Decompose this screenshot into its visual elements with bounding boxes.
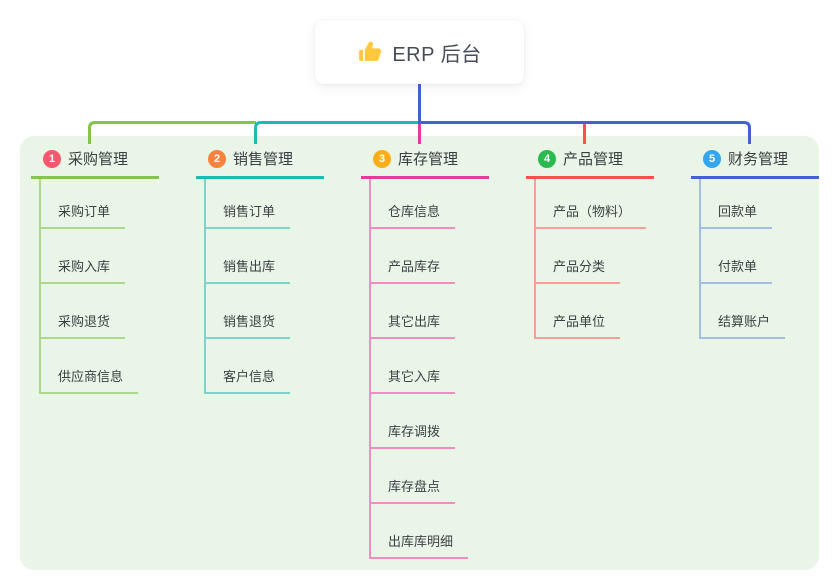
child-node[interactable]: 客户信息 xyxy=(206,339,291,394)
branch-children: 产品（物料） 产品分类产品单位 xyxy=(534,179,654,339)
branch-node[interactable]: 5 财务管理 xyxy=(691,148,819,179)
child-node[interactable]: 供应商信息 xyxy=(41,339,139,394)
branch-children: 回款单付款单结算账户 xyxy=(699,179,819,339)
root-and-branch5-connector-line xyxy=(418,84,751,144)
child-node[interactable]: 采购订单 xyxy=(41,179,126,229)
branch-children: 采购订单采购入库采购退货供应商信息 xyxy=(39,179,159,394)
child-node[interactable]: 销售出库 xyxy=(206,229,291,284)
child-node[interactable]: 结算账户 xyxy=(701,284,786,339)
branch-node-label: 库存管理 xyxy=(398,151,459,168)
child-node[interactable]: 销售订单 xyxy=(206,179,291,229)
child-node[interactable]: 其它入库 xyxy=(371,339,456,394)
branch-node[interactable]: 2 销售管理 xyxy=(196,148,324,179)
child-node[interactable]: 回款单 xyxy=(701,179,773,229)
branch-5: 5 财务管理 回款单付款单结算账户 xyxy=(691,148,819,339)
child-node[interactable]: 其它出库 xyxy=(371,284,456,339)
child-node-label: 客户信息 xyxy=(223,369,276,384)
branch-node-label: 采购管理 xyxy=(68,151,129,168)
child-node-label: 产品库存 xyxy=(388,259,441,274)
thumbs-up-icon xyxy=(359,41,382,61)
child-node-label: 仓库信息 xyxy=(388,204,441,219)
branch-number-badge: 3 xyxy=(373,149,391,168)
branch-node[interactable]: 4 产品管理 xyxy=(526,148,654,179)
branch-node-label: 财务管理 xyxy=(728,151,789,168)
child-node-label: 付款单 xyxy=(718,259,758,274)
child-node[interactable]: 产品单位 xyxy=(536,284,621,339)
branch-children: 仓库信息产品库存其它出库其它入库库存调拨库存盘点出库库明细 xyxy=(369,179,489,559)
child-node-label: 出库库明细 xyxy=(388,534,454,549)
child-node-label: 产品（物料） xyxy=(553,204,632,219)
child-node[interactable]: 销售退货 xyxy=(206,284,291,339)
branch1-connector-line xyxy=(88,121,256,144)
child-node-label: 销售订单 xyxy=(223,204,276,219)
branch-2: 2 销售管理 销售订单销售出库销售退货客户信息 xyxy=(196,148,324,394)
child-node-label: 其它入库 xyxy=(388,369,441,384)
child-node-label: 库存盘点 xyxy=(388,479,441,494)
child-node-label: 结算账户 xyxy=(718,314,771,329)
child-node-label: 回款单 xyxy=(718,204,758,219)
branch-children: 销售订单销售出库销售退货客户信息 xyxy=(204,179,324,394)
branch-node[interactable]: 1 采购管理 xyxy=(31,148,159,179)
branch-node-label: 产品管理 xyxy=(563,151,624,168)
branch-number-badge: 1 xyxy=(43,149,61,168)
child-node-label: 其它出库 xyxy=(388,314,441,329)
child-node-label: 销售出库 xyxy=(223,259,276,274)
child-node-label: 采购退货 xyxy=(58,314,111,329)
root-node-label: ERP 后台 xyxy=(392,43,482,66)
child-node-label: 销售退货 xyxy=(223,314,276,329)
child-node[interactable]: 采购退货 xyxy=(41,284,126,339)
branches-background-panel xyxy=(20,136,819,570)
child-node-label: 采购入库 xyxy=(58,259,111,274)
child-node[interactable]: 产品库存 xyxy=(371,229,456,284)
branch2-connector-line xyxy=(254,121,420,144)
branch-number-badge: 4 xyxy=(538,149,556,168)
child-node[interactable]: 出库库明细 xyxy=(371,504,469,559)
child-node-label: 供应商信息 xyxy=(58,369,124,384)
child-node[interactable]: 付款单 xyxy=(701,229,773,284)
connector-lines xyxy=(88,84,751,144)
child-node[interactable]: 采购入库 xyxy=(41,229,126,284)
child-node-label: 库存调拨 xyxy=(388,424,441,439)
child-node[interactable]: 产品分类 xyxy=(536,229,621,284)
child-node[interactable]: 仓库信息 xyxy=(371,179,456,229)
branch-4: 4 产品管理 产品（物料） 产品分类产品单位 xyxy=(526,148,654,339)
child-node[interactable]: 库存盘点 xyxy=(371,449,456,504)
child-node-label: 采购订单 xyxy=(58,204,111,219)
branch-1: 1 采购管理 采购订单采购入库采购退货供应商信息 xyxy=(31,148,159,394)
child-node-label: 产品分类 xyxy=(553,259,606,274)
child-node-label: 产品单位 xyxy=(553,314,606,329)
branch-number-badge: 2 xyxy=(208,149,226,168)
branch-node-label: 销售管理 xyxy=(233,151,294,168)
branch-3: 3 库存管理 仓库信息产品库存其它出库其它入库库存调拨库存盘点出库库明细 xyxy=(361,148,489,559)
child-node[interactable]: 产品（物料） xyxy=(536,179,647,229)
child-node[interactable]: 库存调拨 xyxy=(371,394,456,449)
root-node[interactable]: ERP 后台 xyxy=(315,20,524,84)
branch-number-badge: 5 xyxy=(703,149,721,168)
branch-node[interactable]: 3 库存管理 xyxy=(361,148,489,179)
